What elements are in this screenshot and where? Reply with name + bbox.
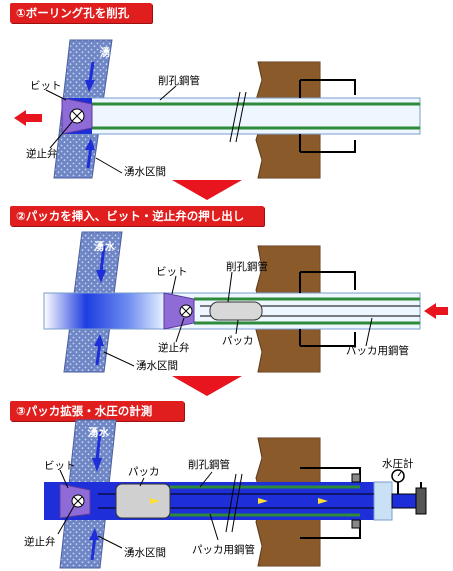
label-spring-zone-3: 湧水区間 <box>124 547 166 559</box>
label-packer-3: パッカ <box>128 466 160 478</box>
label-spring-water-2: 湧水 <box>94 242 116 253</box>
label-bit-2: ビット <box>156 266 188 278</box>
label-pressure-gauge: 水圧計 <box>382 458 414 470</box>
label-spring-zone-1: 湧水区間 <box>124 166 166 178</box>
label-spring-water-1: 湧水 <box>100 48 122 59</box>
label-drill-pipe-1: 削孔鋼管 <box>158 75 200 87</box>
flow-arrow-1 <box>14 110 42 126</box>
borehole-2 <box>43 292 165 330</box>
step3-banner: ③パッカ拡張・水圧の計測 <box>10 401 184 421</box>
label-check-valve-1: 逆止弁 <box>26 148 58 160</box>
step2-banner: ②パッカを挿入、ビット・逆止弁の押し出し <box>10 206 264 226</box>
label-packer-2: パッカ <box>222 335 254 347</box>
down-arrow-1 <box>172 180 242 200</box>
label-bit-1: ビット <box>30 80 62 92</box>
pressure-gauge <box>391 469 427 515</box>
label-drill-pipe-2: 削孔鋼管 <box>226 261 268 273</box>
flow-arrow-2 <box>424 303 448 319</box>
step2-title: ②パッカを挿入、ビット・逆止弁の押し出し <box>16 209 245 223</box>
label-packer-pipe-3: パッカ用鋼管 <box>192 544 255 556</box>
packer-2 <box>209 301 263 321</box>
label-drill-pipe-3: 削孔鋼管 <box>188 459 230 471</box>
panel-2 <box>43 231 448 373</box>
label-spring-zone-2: 湧水区間 <box>136 360 178 372</box>
label-check-valve-3: 逆止弁 <box>24 536 56 548</box>
packer-3 <box>115 483 171 519</box>
panel-3 <box>44 419 427 569</box>
bit-2 <box>163 292 195 330</box>
label-spring-water-3: 湧水 <box>88 428 110 439</box>
panel-1 <box>14 39 421 179</box>
label-bit-3: ビット <box>44 460 76 472</box>
flange-1 <box>299 79 356 98</box>
step3-title: ③パッカ拡張・水圧の計測 <box>16 404 153 418</box>
label-check-valve-2: 逆止弁 <box>158 342 190 354</box>
down-arrow-2 <box>172 376 242 396</box>
label-packer-pipe-2: パッカ用鋼管 <box>346 345 409 357</box>
step1-banner: ①ボーリング孔を削孔 <box>10 3 152 23</box>
step1-title: ①ボーリング孔を削孔 <box>16 6 130 20</box>
